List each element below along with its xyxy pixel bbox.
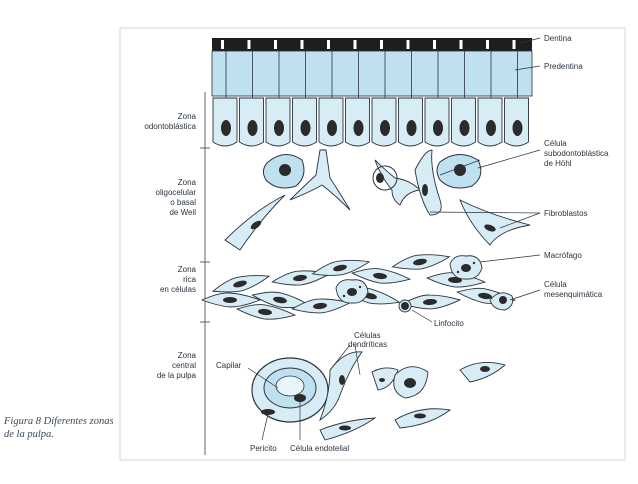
zone-3-line-2: rica [183, 275, 196, 284]
figure-frame [119, 27, 626, 461]
label-linfocito: Linfocito [434, 319, 464, 328]
label-mesenquimatica-2: mesenquimática [544, 290, 603, 299]
label-fibroblastos: Fibroblastos [544, 209, 588, 218]
odontoblast-layer [212, 97, 529, 147]
label-dentina: Dentina [544, 34, 572, 43]
zone-1-line-2: odontoblástica [144, 122, 196, 131]
capillary [251, 357, 329, 423]
figure-caption: Figura 8 Diferentes zonas de la pulpa. [4, 415, 122, 441]
zone-2-line-2: oligocelular [156, 188, 197, 197]
leader-lines [247, 37, 541, 441]
caption-prefix: Figura 8 [4, 416, 42, 427]
label-endotelial: Célula endotelial [290, 444, 349, 453]
zone-1-line-1: Zona [178, 112, 197, 121]
caption-text: Diferentes zonas de la pulpa. [4, 416, 114, 440]
label-capilar: Capilar [216, 361, 242, 370]
label-dendriticas-1: Células [354, 331, 381, 340]
zone-4-line-2: central [172, 361, 196, 370]
zone-2-line-4: de Weil [169, 208, 196, 217]
label-hohl-1: Célula [544, 139, 567, 148]
label-pericito: Pericito [250, 444, 277, 453]
zone-4-line-1: Zona [178, 351, 197, 360]
cell-rich-zone [200, 254, 516, 320]
zone-2-line-3: o basal [170, 198, 196, 207]
zone-3-line-1: Zona [178, 265, 197, 274]
label-hohl-2: subodontoblástica [544, 149, 609, 158]
label-hohl-3: de Höhl [544, 159, 572, 168]
predentin-layer [211, 50, 533, 97]
zone-2-line-1: Zona [178, 178, 197, 187]
label-dendriticas-2: dendríticas [348, 340, 387, 349]
ring-cell [372, 165, 398, 191]
label-mesenquimatica-1: Célula [544, 280, 567, 289]
zone-3-line-3: en células [160, 285, 196, 294]
dentin-layer [212, 38, 532, 51]
hohl-cells [262, 154, 482, 189]
dentinal-tubules [221, 40, 518, 98]
label-predentina: Predentina [544, 62, 583, 71]
central-zone-cells [319, 351, 506, 441]
zone-4-line-3: de la pulpa [157, 371, 197, 380]
label-macrofago: Macrófago [544, 251, 582, 260]
